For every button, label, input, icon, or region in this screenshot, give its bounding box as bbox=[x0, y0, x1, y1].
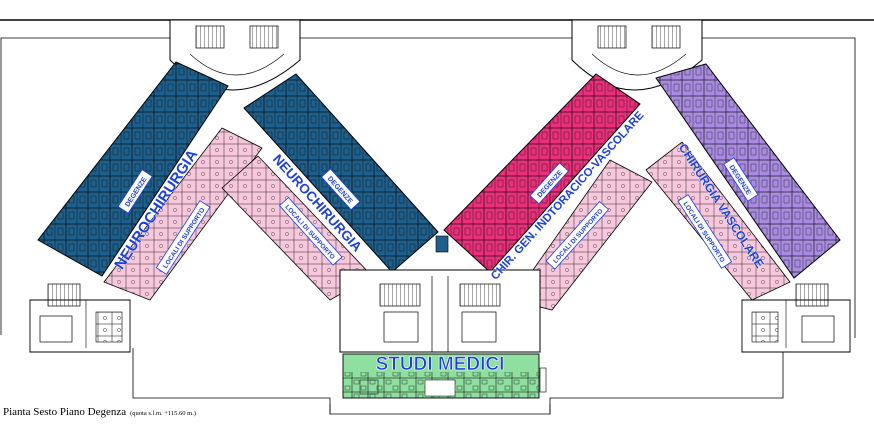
ward-wings bbox=[37, 61, 841, 279]
ward-rooms-mid-left bbox=[244, 74, 438, 272]
top-core-left bbox=[169, 19, 301, 91]
bottom-core-left bbox=[29, 283, 131, 353]
studi-medici-area: STUDI MEDICI bbox=[342, 353, 547, 399]
ward-rooms-far-left bbox=[38, 62, 228, 276]
center-block bbox=[339, 235, 541, 353]
caption-title: Pianta Sesto Piano Degenza bbox=[3, 406, 127, 418]
caption-elevation: (quota s.l.m. +115.60 m.) bbox=[130, 410, 197, 417]
support-rooms-far-right bbox=[646, 142, 790, 300]
bottom-core-right bbox=[741, 283, 851, 353]
plan-caption: Pianta Sesto Piano Degenza (quota s.l.m.… bbox=[3, 402, 196, 420]
top-core-right bbox=[571, 19, 703, 91]
studi-medici-label: STUDI MEDICI bbox=[376, 354, 505, 375]
ward-rooms-mid-right bbox=[444, 74, 640, 272]
site-outline bbox=[0, 19, 874, 415]
ward-rooms-far-right bbox=[656, 64, 840, 278]
support-rooms-far-left bbox=[104, 128, 262, 300]
